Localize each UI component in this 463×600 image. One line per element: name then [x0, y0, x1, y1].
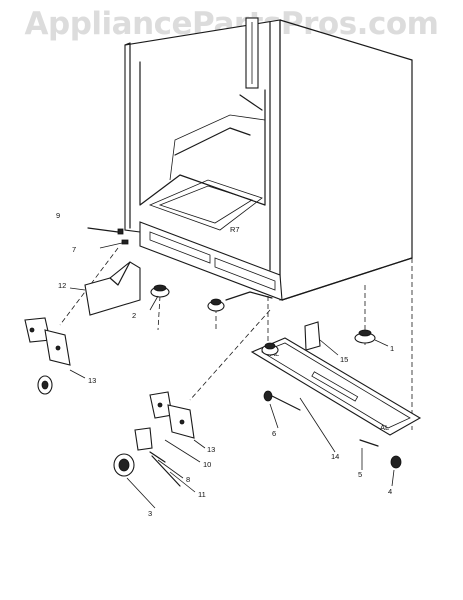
part-2-leveling-leg — [149, 284, 170, 311]
callout-10: 10 — [203, 460, 211, 469]
callout-13-upper: 13 — [88, 376, 96, 385]
callout-6: 6 — [272, 429, 276, 438]
rail-leveling-leg — [261, 342, 279, 356]
callout-4: 4 — [388, 487, 392, 496]
callout-11: 11 — [198, 490, 206, 499]
part-1-leveling-leg — [354, 329, 389, 347]
callout-14: 14 — [331, 452, 339, 461]
rail-marking-right: AL — [380, 423, 389, 432]
part-4-nut — [390, 455, 402, 487]
callout-9: 9 — [56, 211, 60, 220]
callout-7: 7 — [72, 245, 76, 254]
part-6-axle-roller — [263, 390, 301, 429]
part-12-deflector — [69, 261, 141, 316]
callout-3: 3 — [148, 509, 152, 518]
part-10-8-11-hinge-parts — [134, 427, 201, 493]
part-3-roller — [113, 453, 156, 509]
part-7-clip — [99, 239, 129, 249]
refrigerator-cabinet: R7 — [124, 17, 413, 301]
part-14-base-rail: AL AL — [250, 337, 422, 453]
part-13-hinge-bracket-lower — [149, 391, 206, 449]
callout-13-lower: 13 — [207, 445, 215, 454]
callout-12: 12 — [58, 281, 66, 290]
part-5-pin — [359, 439, 379, 470]
part-13-hinge-bracket-upper — [24, 317, 86, 395]
center-leveling-leg — [207, 291, 273, 312]
callout-5: 5 — [358, 470, 362, 479]
callout-2: 2 — [132, 311, 136, 320]
callout-15: 15 — [340, 355, 348, 364]
callout-8: 8 — [186, 475, 190, 484]
part-9-screw — [87, 227, 124, 235]
callout-1: 1 — [390, 344, 394, 353]
part-15-plate — [304, 321, 339, 356]
cabinet-marking: R7 — [230, 225, 240, 234]
